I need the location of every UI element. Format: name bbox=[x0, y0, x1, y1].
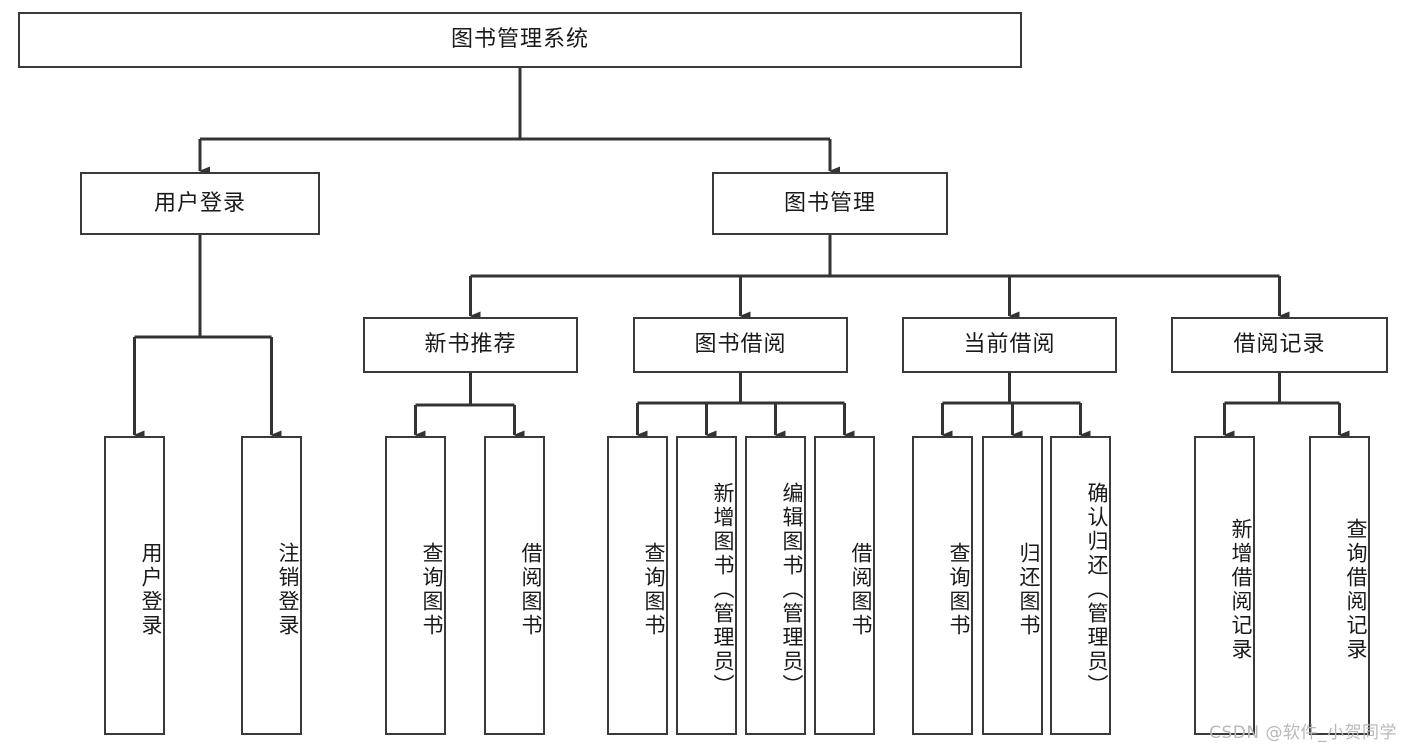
node-root[interactable]: 图书管理系统 bbox=[18, 12, 1022, 68]
node-bookmgmt[interactable]: 图书管理 bbox=[712, 172, 948, 235]
node-label: 用户登录 bbox=[139, 541, 163, 638]
node-newbook[interactable]: 新书推荐 bbox=[363, 317, 578, 373]
node-label: 借阅图书 bbox=[519, 541, 543, 638]
connector-lines bbox=[133, 68, 1350, 440]
node-label: 当前借阅 bbox=[963, 332, 1056, 358]
node-login[interactable]: 用户登录 bbox=[80, 172, 320, 235]
node-label: 借阅记录 bbox=[1233, 332, 1326, 358]
node-borrow[interactable]: 图书借阅 bbox=[633, 317, 848, 373]
node-label: 查询图书 bbox=[420, 541, 444, 638]
node-current[interactable]: 当前借阅 bbox=[902, 317, 1117, 373]
node-label: 编辑图书（管理员） bbox=[780, 481, 804, 698]
node-label: 注销登录 bbox=[276, 541, 300, 638]
watermark-label: CSDN @软件_小贺同学 bbox=[1209, 723, 1397, 743]
node-label: 新书推荐 bbox=[424, 332, 517, 358]
node-leaf-new-2[interactable]: 借阅图书 bbox=[484, 436, 545, 735]
node-leaf-borrow-2[interactable]: 新增图书（管理员） bbox=[676, 436, 737, 735]
node-leaf-borrow-3[interactable]: 编辑图书（管理员） bbox=[745, 436, 806, 735]
node-label: 图书借阅 bbox=[694, 332, 787, 358]
node-label: 查询借阅记录 bbox=[1344, 517, 1368, 662]
node-label: 查询图书 bbox=[642, 541, 666, 638]
node-leaf-login-2[interactable]: 注销登录 bbox=[241, 436, 302, 735]
node-leaf-cur-2[interactable]: 归还图书 bbox=[982, 436, 1043, 735]
node-leaf-new-1[interactable]: 查询图书 bbox=[385, 436, 446, 735]
node-label: 图书管理系统 bbox=[450, 27, 589, 53]
node-label: 归还图书 bbox=[1017, 541, 1041, 638]
node-label: 图书管理 bbox=[783, 190, 876, 216]
node-label: 查询图书 bbox=[947, 541, 971, 638]
node-leaf-rec-2[interactable]: 查询借阅记录 bbox=[1309, 436, 1370, 735]
node-label: 借阅图书 bbox=[849, 541, 873, 638]
node-label: 新增借阅记录 bbox=[1229, 517, 1253, 662]
node-leaf-borrow-4[interactable]: 借阅图书 bbox=[814, 436, 875, 735]
node-leaf-cur-1[interactable]: 查询图书 bbox=[912, 436, 973, 735]
node-label: 确认归还（管理员） bbox=[1085, 481, 1109, 698]
node-records[interactable]: 借阅记录 bbox=[1171, 317, 1388, 373]
node-label: 新增图书（管理员） bbox=[711, 481, 735, 698]
node-leaf-rec-1[interactable]: 新增借阅记录 bbox=[1194, 436, 1255, 735]
node-leaf-login-1[interactable]: 用户登录 bbox=[104, 436, 165, 735]
node-leaf-cur-3[interactable]: 确认归还（管理员） bbox=[1050, 436, 1111, 735]
node-leaf-borrow-1[interactable]: 查询图书 bbox=[607, 436, 668, 735]
node-label: 用户登录 bbox=[153, 190, 246, 216]
